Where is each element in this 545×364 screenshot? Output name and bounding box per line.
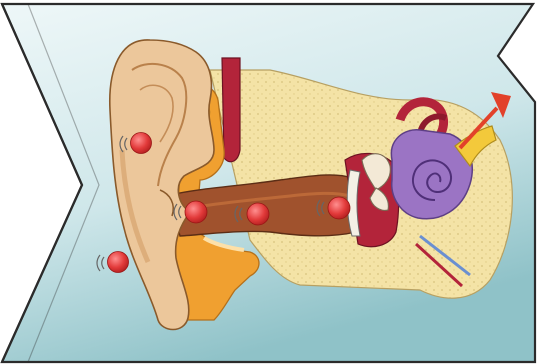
tissue-column [222,58,240,162]
